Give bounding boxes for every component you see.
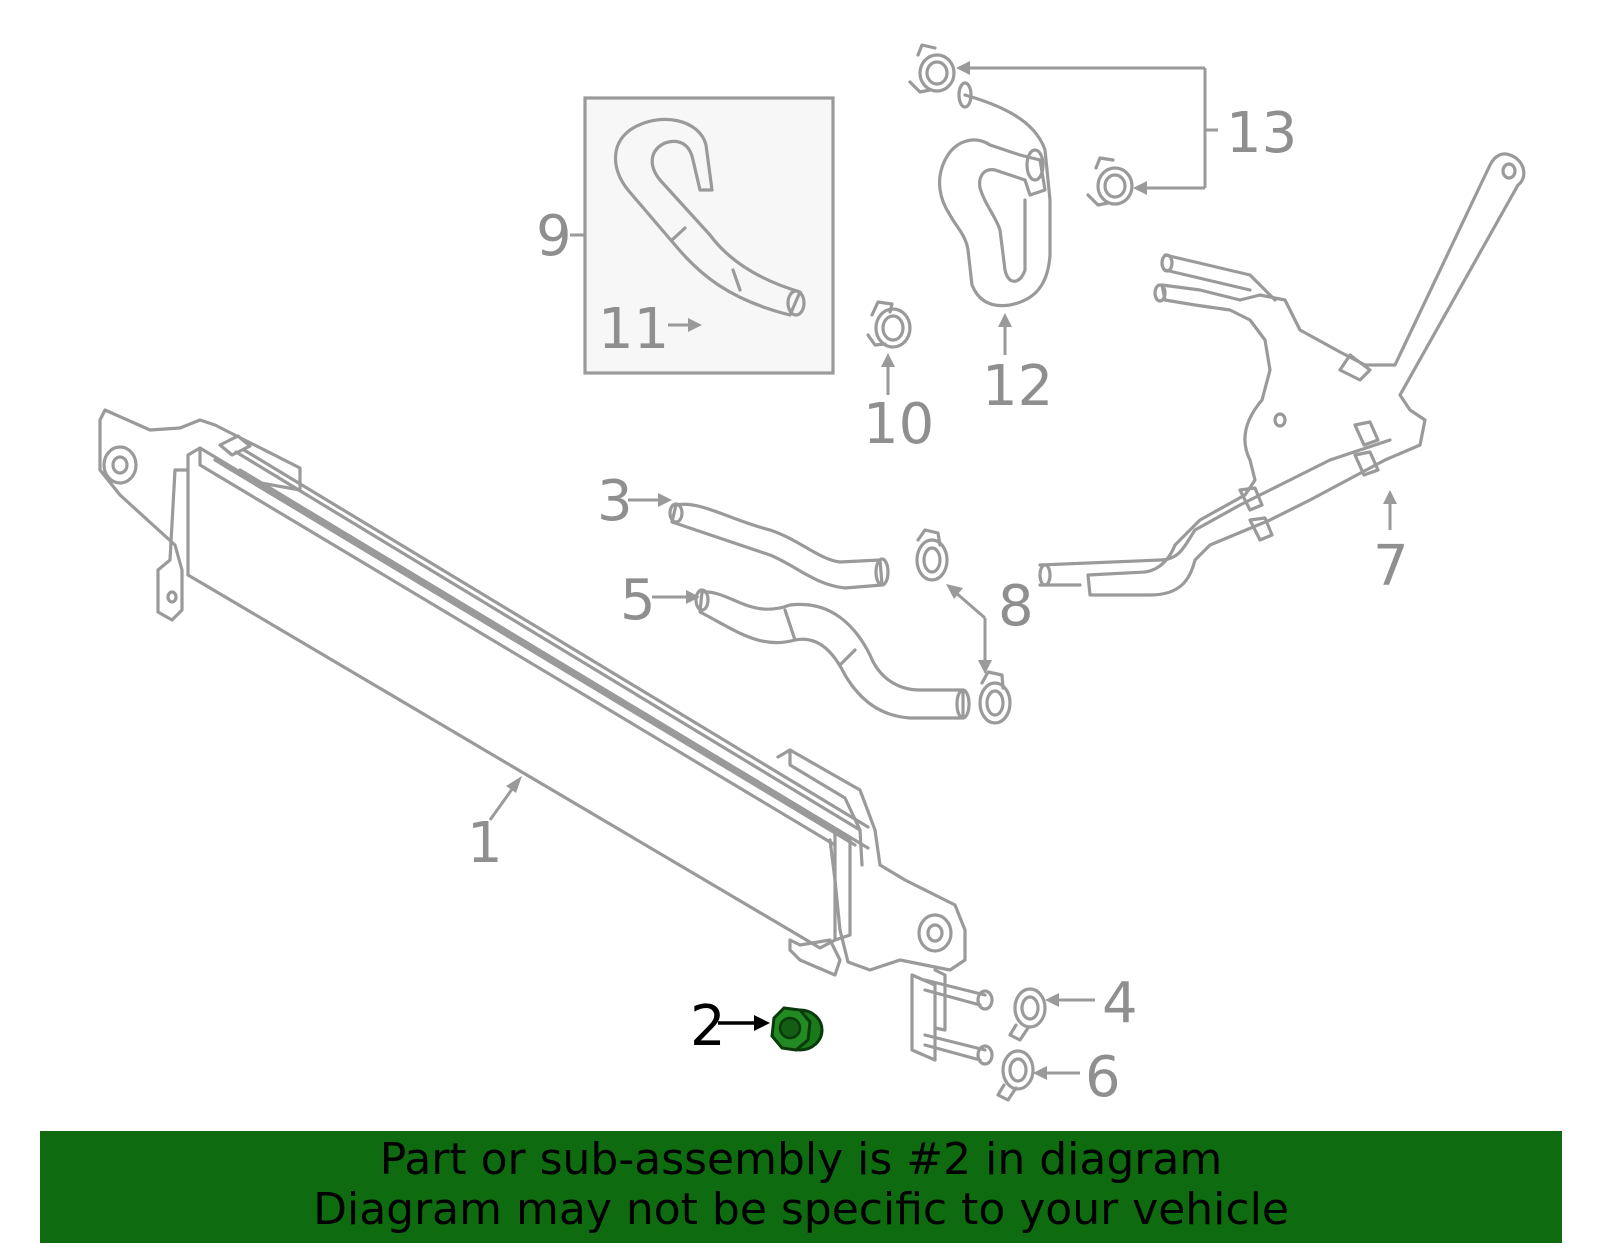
callout-label-1: 1 — [467, 811, 503, 876]
callout-label-7: 7 — [1373, 534, 1409, 599]
callout-9: 9 — [536, 204, 585, 269]
clamp-part-4[interactable] — [1008, 987, 1047, 1042]
callout-11: 11 — [598, 297, 702, 362]
callout-label-13: 13 — [1226, 101, 1297, 166]
clamp-part-6[interactable] — [996, 1049, 1035, 1102]
callout-label-8: 8 — [998, 574, 1034, 639]
callout-13: 13 — [956, 61, 1297, 195]
callout-1: 1 — [467, 776, 522, 876]
callout-7: 7 — [1373, 490, 1409, 599]
clamp-part-13-lower[interactable] — [1086, 156, 1134, 207]
disclaimer-banner: Part or sub-assembly is #2 in diagram Di… — [40, 1131, 1562, 1243]
clamp-part-8-lower[interactable] — [978, 670, 1012, 725]
callout-2: 2 — [690, 994, 770, 1059]
hose-part-3[interactable] — [668, 502, 890, 590]
drain-plug-part-2[interactable] — [770, 1006, 824, 1052]
callout-6: 6 — [1033, 1045, 1121, 1110]
clamp-part-13-upper[interactable] — [908, 43, 956, 94]
clamp-part-8-upper[interactable] — [915, 528, 949, 582]
callout-label-5: 5 — [620, 568, 656, 633]
callout-label-3: 3 — [597, 469, 633, 534]
callout-label-10: 10 — [863, 392, 934, 457]
clamp-part-10[interactable] — [866, 300, 912, 349]
oil-cooler-part-1[interactable] — [98, 408, 994, 1066]
callout-label-11: 11 — [598, 297, 669, 362]
callout-4: 4 — [1045, 971, 1138, 1036]
oil-lines-part-7[interactable] — [1038, 152, 1526, 597]
hose-kit-box-part-9[interactable] — [583, 96, 835, 375]
callout-8: 8 — [946, 574, 1034, 674]
banner-line-2: Diagram may not be specific to your vehi… — [313, 1184, 1289, 1235]
parts-diagram: 1 2 3 5 4 6 7 8 9 — [98, 43, 1526, 1110]
callout-5: 5 — [620, 568, 700, 633]
callout-label-2: 2 — [690, 994, 726, 1059]
callout-12: 12 — [982, 313, 1053, 419]
hose-part-12[interactable] — [937, 81, 1052, 308]
callout-label-4: 4 — [1102, 971, 1138, 1036]
callout-10: 10 — [863, 353, 934, 457]
callout-label-12: 12 — [982, 354, 1053, 419]
banner-line-1: Part or sub-assembly is #2 in diagram — [379, 1134, 1223, 1185]
hose-part-5[interactable] — [694, 588, 971, 720]
callout-3: 3 — [597, 469, 672, 534]
callout-label-9: 9 — [536, 204, 572, 269]
callout-label-6: 6 — [1085, 1045, 1121, 1110]
